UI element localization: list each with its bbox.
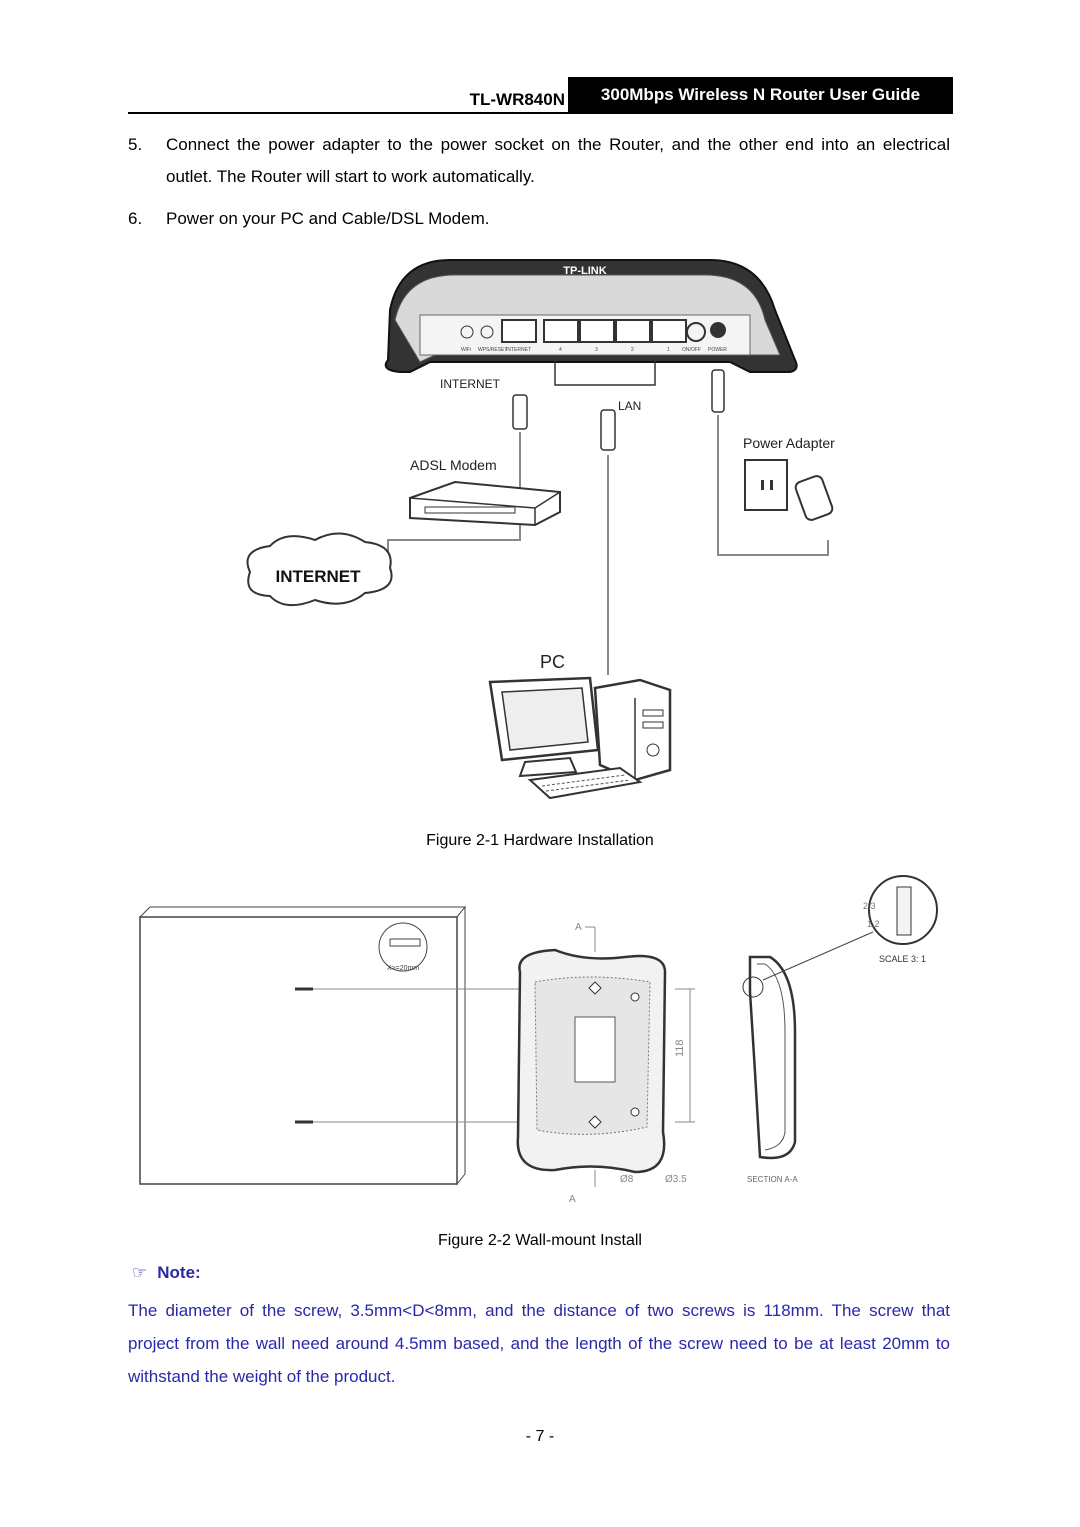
internet-port [501, 319, 537, 343]
lan-port [615, 319, 651, 343]
detail-dim: 2.3 [863, 901, 876, 911]
screw-detail: X>=20mm [378, 922, 428, 972]
cloud-label: INTERNET [276, 567, 362, 586]
page-header: TL-WR840N 300Mbps Wireless N Router User… [128, 77, 953, 114]
figure-1-caption: Figure 2-1 Hardware Installation [426, 832, 654, 849]
rj45-plug [600, 409, 616, 451]
note-body: The diameter of the screw, 3.5mm<D<8mm, … [128, 1301, 950, 1386]
lan-label: LAN [618, 399, 641, 413]
modem-label: ADSL Modem [410, 457, 497, 473]
lan-port [543, 319, 579, 343]
detail-dim: 1.2 [867, 919, 880, 929]
power-socket [710, 322, 726, 338]
wifi-button [460, 325, 474, 339]
diameter-large: Ø8 [620, 1174, 634, 1185]
router-brand: TP-LINK [563, 265, 606, 277]
dc-plug [711, 369, 725, 413]
guide-title: 300Mbps Wireless N Router User Guide [568, 77, 953, 112]
model-name: TL-WR840N [469, 90, 565, 109]
screw-distance-label: 118 [674, 1039, 686, 1057]
side-section-view: SECTION A-A [742, 955, 798, 1184]
scale-label: SCALE 3: 1 [879, 954, 926, 964]
section-mark: A [569, 1194, 576, 1205]
step-5: 5. Connect the power adapter to the powe… [128, 129, 950, 193]
internet-label: INTERNET [440, 377, 501, 391]
step-number: 5. [128, 135, 143, 154]
page-number: - 7 - [525, 1428, 555, 1445]
wall-mount-figure: X>=20mm A A 118 Ø8 Ø3.5 SECTION A-A 2.3 … [138, 875, 938, 1205]
internet-cloud-icon: INTERNET [246, 532, 393, 607]
port-label: ON/OFF [682, 347, 701, 353]
port-label: WPS/RESET [478, 347, 507, 353]
adsl-modem-icon [409, 480, 561, 527]
step-6: 6. Power on your PC and Cable/DSL Modem. [128, 203, 950, 235]
port-label: 4 [559, 347, 562, 353]
router-bottom-view: A A [516, 922, 667, 1205]
port-label: 1 [667, 347, 670, 353]
section-detail-zoom: 2.3 1.2 SCALE 3: 1 [863, 875, 938, 964]
power-cable [717, 415, 829, 556]
pc-label: PC [540, 652, 565, 672]
section-label: SECTION A-A [747, 1175, 798, 1184]
note-title: Note: [157, 1263, 201, 1282]
wall-socket-icon [744, 459, 788, 511]
diameter-small: Ø3.5 [665, 1174, 687, 1185]
port-label: 3 [595, 347, 598, 353]
pc-icon [488, 676, 672, 800]
hardware-installation-figure: TP-LINK WiFi WPS/RESET INTERNET 4 3 2 1 … [246, 259, 835, 800]
wps-button [480, 325, 494, 339]
screw-note: X>=20mm [387, 965, 419, 972]
router-illustration: TP-LINK WiFi WPS/RESET INTERNET 4 3 2 1 … [384, 259, 798, 373]
step-text: Power on your PC and Cable/DSL Modem. [166, 209, 490, 228]
port-label: 2 [631, 347, 634, 353]
power-adapter-label: Power Adapter [743, 435, 835, 451]
adapter-icon [794, 475, 834, 521]
port-label: POWER [708, 347, 727, 353]
note-heading: ☞ Note: [132, 1263, 201, 1283]
step-text: Connect the power adapter to the power s… [166, 135, 950, 186]
figure-2-caption: Figure 2-2 Wall-mount Install [438, 1232, 642, 1249]
step-number: 6. [128, 209, 143, 228]
port-label: WiFi [461, 347, 471, 353]
port-label: INTERNET [506, 347, 531, 353]
pointing-hand-icon: ☞ [132, 1263, 148, 1282]
lan-port [651, 319, 687, 343]
section-mark: A [575, 922, 582, 933]
lan-port [579, 319, 615, 343]
rj45-plug [512, 394, 528, 430]
power-switch [686, 322, 706, 342]
